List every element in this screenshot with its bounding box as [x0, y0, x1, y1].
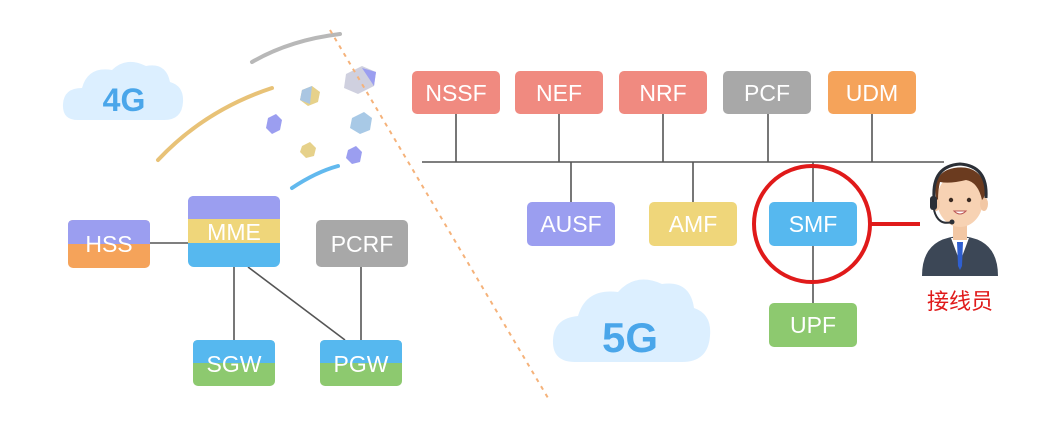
operator-label: 接线员 [927, 290, 993, 315]
node-pcf-label: PCF [744, 80, 790, 106]
node-hss-label: HSS [85, 231, 132, 257]
node-nssf: NSSF [412, 71, 500, 114]
node-nef: NEF [515, 71, 603, 114]
node-mme-label: MME [207, 219, 261, 245]
connections-4g [150, 242, 362, 341]
node-nrf: NRF [619, 71, 707, 114]
node-pcrf: PCRF [316, 220, 408, 267]
node-udm: UDM [828, 71, 916, 114]
cloud-4g-label: 4G [103, 82, 146, 118]
node-amf-label: AMF [669, 211, 718, 237]
node-pgw-label: PGW [334, 351, 389, 377]
node-sgw: SGW [193, 340, 275, 386]
node-upf-label: UPF [790, 312, 836, 338]
service-bus [422, 114, 944, 303]
node-hss: HSS [68, 220, 150, 268]
node-pcf: PCF [723, 71, 811, 114]
node-ausf: AUSF [527, 202, 615, 246]
cloud-4g: 4G [62, 61, 184, 120]
node-ausf-label: AUSF [540, 211, 601, 237]
node-upf: UPF [769, 303, 857, 347]
node-nrf-label: NRF [639, 80, 686, 106]
node-sgw-label: SGW [207, 351, 262, 377]
node-udm-label: UDM [846, 80, 898, 106]
node-nef-label: NEF [536, 80, 582, 106]
node-pgw: PGW [320, 340, 402, 386]
cloud-5g-label: 5G [602, 314, 658, 361]
node-nssf-label: NSSF [425, 80, 486, 106]
node-mme: MME [188, 196, 280, 267]
transition-decoration [156, 32, 376, 190]
node-amf: AMF [649, 202, 737, 246]
node-smf-label: SMF [789, 211, 838, 237]
node-pcrf-label: PCRF [331, 231, 394, 257]
cloud-5g: 5G [552, 279, 711, 362]
operator-icon [922, 162, 998, 276]
node-smf: SMF [769, 202, 857, 246]
